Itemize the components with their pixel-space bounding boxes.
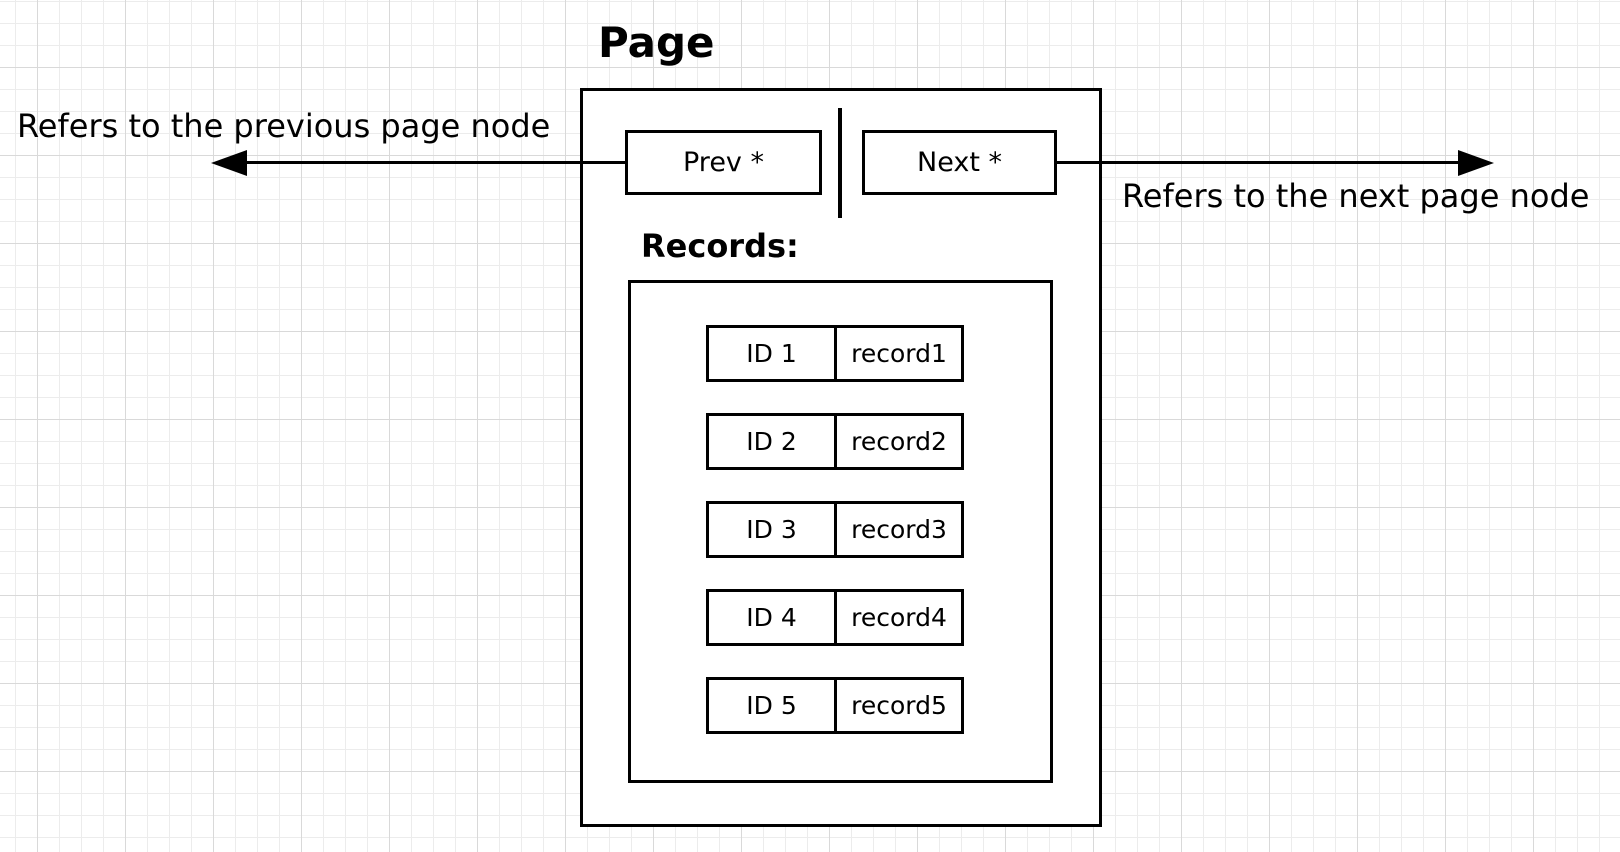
- record-id-cell: ID 4: [709, 592, 837, 643]
- record-value-label: record2: [851, 427, 947, 456]
- prev-arrow-caption: Refers to the previous page node: [17, 107, 551, 145]
- prev-pointer-label: Prev *: [683, 147, 764, 178]
- record-row: ID 1 record1: [706, 325, 964, 382]
- record-value-label: record3: [851, 515, 947, 544]
- record-id-cell: ID 2: [709, 416, 837, 467]
- record-row: ID 3 record3: [706, 501, 964, 558]
- prev-pointer-box: Prev *: [625, 130, 822, 195]
- record-id-label: ID 4: [746, 603, 797, 632]
- record-id-label: ID 3: [746, 515, 797, 544]
- record-value-cell: record2: [837, 416, 961, 467]
- next-arrowhead-icon: [1458, 150, 1494, 176]
- record-id-cell: ID 1: [709, 328, 837, 379]
- record-value-label: record1: [851, 339, 947, 368]
- record-value-label: record4: [851, 603, 947, 632]
- record-value-cell: record4: [837, 592, 961, 643]
- page-title: Page: [598, 18, 715, 67]
- next-pointer-box: Next *: [862, 130, 1057, 195]
- record-row: ID 4 record4: [706, 589, 964, 646]
- pointer-divider-line: [838, 108, 842, 218]
- prev-arrow-line: [240, 161, 625, 164]
- record-id-label: ID 2: [746, 427, 797, 456]
- prev-arrowhead-icon: [211, 150, 247, 176]
- record-value-label: record5: [851, 691, 947, 720]
- record-id-label: ID 1: [746, 339, 797, 368]
- record-id-cell: ID 3: [709, 504, 837, 555]
- next-pointer-label: Next *: [917, 147, 1002, 178]
- record-id-label: ID 5: [746, 691, 797, 720]
- record-row: ID 5 record5: [706, 677, 964, 734]
- record-row: ID 2 record2: [706, 413, 964, 470]
- next-arrow-caption: Refers to the next page node: [1122, 177, 1590, 215]
- record-value-cell: record5: [837, 680, 961, 731]
- record-value-cell: record1: [837, 328, 961, 379]
- records-heading: Records:: [641, 227, 799, 265]
- record-id-cell: ID 5: [709, 680, 837, 731]
- next-arrow-line: [1057, 161, 1461, 164]
- record-value-cell: record3: [837, 504, 961, 555]
